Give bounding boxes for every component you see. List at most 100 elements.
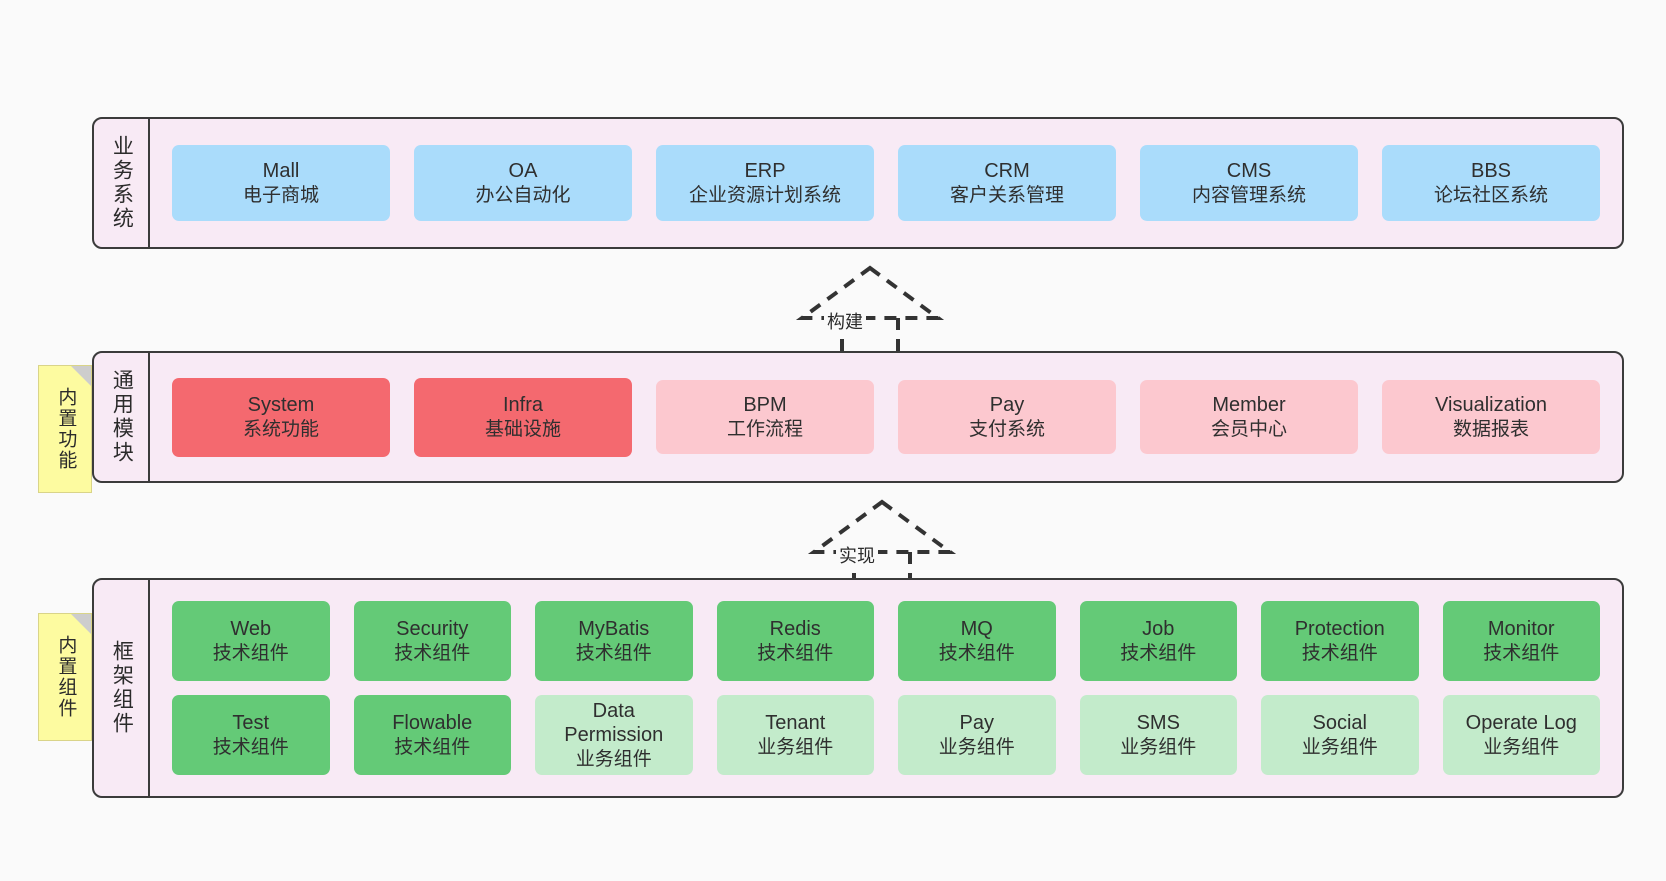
card-visualization[interactable]: Visualization 数据报表 bbox=[1382, 380, 1600, 454]
connector-implement-label: 实现 bbox=[836, 542, 878, 568]
card-infra[interactable]: Infra 基础设施 bbox=[414, 377, 632, 457]
card-tenant-desc: 业务组件 bbox=[757, 736, 834, 758]
card-mq-desc: 技术组件 bbox=[938, 642, 1015, 664]
card-mq[interactable]: MQ 技术组件 bbox=[898, 601, 1056, 681]
card-security-name: Security bbox=[396, 618, 469, 641]
card-system[interactable]: System 系统功能 bbox=[172, 377, 390, 457]
card-pay-business-name: Pay bbox=[959, 712, 994, 735]
card-oa[interactable]: OA 办公自动化 bbox=[414, 145, 632, 221]
card-social-desc: 业务组件 bbox=[1301, 736, 1378, 758]
card-operate-log[interactable]: Operate Log 业务组件 bbox=[1442, 695, 1600, 775]
sticky-note-builtin-components-label: 内置组件 bbox=[55, 635, 77, 719]
card-member[interactable]: Member 会员中心 bbox=[1140, 380, 1358, 454]
card-pay-business[interactable]: Pay 业务组件 bbox=[898, 695, 1056, 775]
card-web-desc: 技术组件 bbox=[212, 642, 289, 664]
card-pay-name: Pay bbox=[989, 394, 1025, 417]
card-test-desc: 技术组件 bbox=[212, 736, 289, 758]
layer-body-common-modules: System 系统功能 Infra 基础设施 BPM 工作流程 Pay 支付系统… bbox=[150, 353, 1622, 481]
connector-implement: 实现 bbox=[802, 496, 962, 596]
card-mall-desc: 电子商城 bbox=[242, 184, 319, 206]
card-pay[interactable]: Pay 支付系统 bbox=[898, 380, 1116, 454]
card-oa-name: OA bbox=[508, 160, 538, 183]
card-job-name: Job bbox=[1142, 618, 1175, 641]
card-redis[interactable]: Redis 技术组件 bbox=[716, 601, 874, 681]
card-mall-name: Mall bbox=[262, 160, 300, 183]
card-member-name: Member bbox=[1212, 394, 1286, 417]
card-monitor[interactable]: Monitor 技术组件 bbox=[1442, 601, 1600, 681]
card-web[interactable]: Web 技术组件 bbox=[172, 601, 330, 681]
card-erp-name: ERP bbox=[744, 160, 786, 183]
card-mybatis-desc: 技术组件 bbox=[575, 642, 652, 664]
card-operate-log-desc: 业务组件 bbox=[1483, 736, 1560, 758]
card-bbs[interactable]: BBS 论坛社区系统 bbox=[1382, 145, 1600, 221]
card-flowable-desc: 技术组件 bbox=[394, 736, 471, 758]
card-crm-desc: 客户关系管理 bbox=[949, 184, 1064, 206]
sticky-note-builtin-features-label: 内置功能 bbox=[55, 387, 77, 471]
layer-title-framework-components: 框架组件 bbox=[94, 580, 150, 796]
layer-body-business-systems: Mall 电子商城 OA 办公自动化 ERP 企业资源计划系统 CRM 客户关系… bbox=[150, 119, 1622, 247]
card-redis-desc: 技术组件 bbox=[757, 642, 834, 664]
card-data-permission-desc: 业务组件 bbox=[575, 748, 652, 770]
card-visualization-desc: 数据报表 bbox=[1452, 418, 1529, 440]
card-data-permission-name: Data Permission bbox=[564, 700, 664, 747]
layer-title-business-systems: 业务系统 bbox=[94, 119, 150, 247]
card-monitor-name: Monitor bbox=[1487, 618, 1555, 641]
card-bbs-desc: 论坛社区系统 bbox=[1433, 184, 1548, 206]
card-security[interactable]: Security 技术组件 bbox=[353, 601, 511, 681]
sticky-note-builtin-components: 内置组件 bbox=[38, 613, 92, 741]
card-security-desc: 技术组件 bbox=[394, 642, 471, 664]
sticky-note-builtin-features: 内置功能 bbox=[38, 365, 92, 493]
sticky-fold-corner-icon bbox=[71, 366, 91, 386]
connector-build: 构建 bbox=[790, 262, 950, 362]
card-protection-name: Protection bbox=[1294, 618, 1385, 641]
layer-title-common-modules: 通用模块 bbox=[94, 353, 150, 481]
card-pay-business-desc: 业务组件 bbox=[938, 736, 1015, 758]
card-protection[interactable]: Protection 技术组件 bbox=[1261, 601, 1419, 681]
card-social-name: Social bbox=[1312, 712, 1367, 735]
card-mall[interactable]: Mall 电子商城 bbox=[172, 145, 390, 221]
layer-common-modules: 通用模块 System 系统功能 Infra 基础设施 BPM 工作流程 Pay… bbox=[92, 351, 1624, 483]
card-job-desc: 技术组件 bbox=[1120, 642, 1197, 664]
card-cms[interactable]: CMS 内容管理系统 bbox=[1140, 145, 1358, 221]
card-bpm-name: BPM bbox=[743, 394, 787, 417]
card-system-desc: 系统功能 bbox=[242, 418, 319, 440]
card-tenant-name: Tenant bbox=[765, 712, 826, 735]
card-sms-desc: 业务组件 bbox=[1120, 736, 1197, 758]
card-cms-desc: 内容管理系统 bbox=[1191, 184, 1306, 206]
card-operate-log-name: Operate Log bbox=[1465, 712, 1577, 735]
card-job[interactable]: Job 技术组件 bbox=[1079, 601, 1237, 681]
connector-build-icon bbox=[795, 265, 945, 360]
card-redis-name: Redis bbox=[769, 618, 821, 641]
card-flowable-name: Flowable bbox=[392, 712, 473, 735]
card-social[interactable]: Social 业务组件 bbox=[1261, 695, 1419, 775]
card-tenant[interactable]: Tenant 业务组件 bbox=[716, 695, 874, 775]
card-crm[interactable]: CRM 客户关系管理 bbox=[898, 145, 1116, 221]
card-erp[interactable]: ERP 企业资源计划系统 bbox=[656, 145, 874, 221]
card-data-permission[interactable]: Data Permission 业务组件 bbox=[535, 695, 693, 775]
card-sms-name: SMS bbox=[1136, 712, 1180, 735]
card-test[interactable]: Test 技术组件 bbox=[172, 695, 330, 775]
card-flowable[interactable]: Flowable 技术组件 bbox=[353, 695, 511, 775]
card-mybatis[interactable]: MyBatis 技术组件 bbox=[535, 601, 693, 681]
card-erp-desc: 企业资源计划系统 bbox=[688, 184, 841, 206]
card-monitor-desc: 技术组件 bbox=[1483, 642, 1560, 664]
card-mq-name: MQ bbox=[960, 618, 993, 641]
card-member-desc: 会员中心 bbox=[1210, 418, 1287, 440]
layer-business-systems: 业务系统 Mall 电子商城 OA 办公自动化 ERP 企业资源计划系统 CRM… bbox=[92, 117, 1624, 249]
layer-framework-components: 框架组件 Web 技术组件 Security 技术组件 MyBatis 技术组件… bbox=[92, 578, 1624, 798]
card-pay-desc: 支付系统 bbox=[968, 418, 1045, 440]
card-crm-name: CRM bbox=[984, 160, 1030, 183]
card-sms[interactable]: SMS 业务组件 bbox=[1079, 695, 1237, 775]
card-cms-name: CMS bbox=[1226, 160, 1272, 183]
card-oa-desc: 办公自动化 bbox=[475, 184, 571, 206]
card-system-name: System bbox=[247, 394, 315, 417]
card-bpm[interactable]: BPM 工作流程 bbox=[656, 380, 874, 454]
card-protection-desc: 技术组件 bbox=[1301, 642, 1378, 664]
card-bpm-desc: 工作流程 bbox=[726, 418, 803, 440]
card-mybatis-name: MyBatis bbox=[578, 618, 650, 641]
card-test-name: Test bbox=[232, 712, 270, 735]
framework-row-technical: Web 技术组件 Security 技术组件 MyBatis 技术组件 Redi… bbox=[160, 601, 1612, 681]
layer-body-framework-components: Web 技术组件 Security 技术组件 MyBatis 技术组件 Redi… bbox=[150, 580, 1622, 796]
card-visualization-name: Visualization bbox=[1435, 394, 1547, 417]
